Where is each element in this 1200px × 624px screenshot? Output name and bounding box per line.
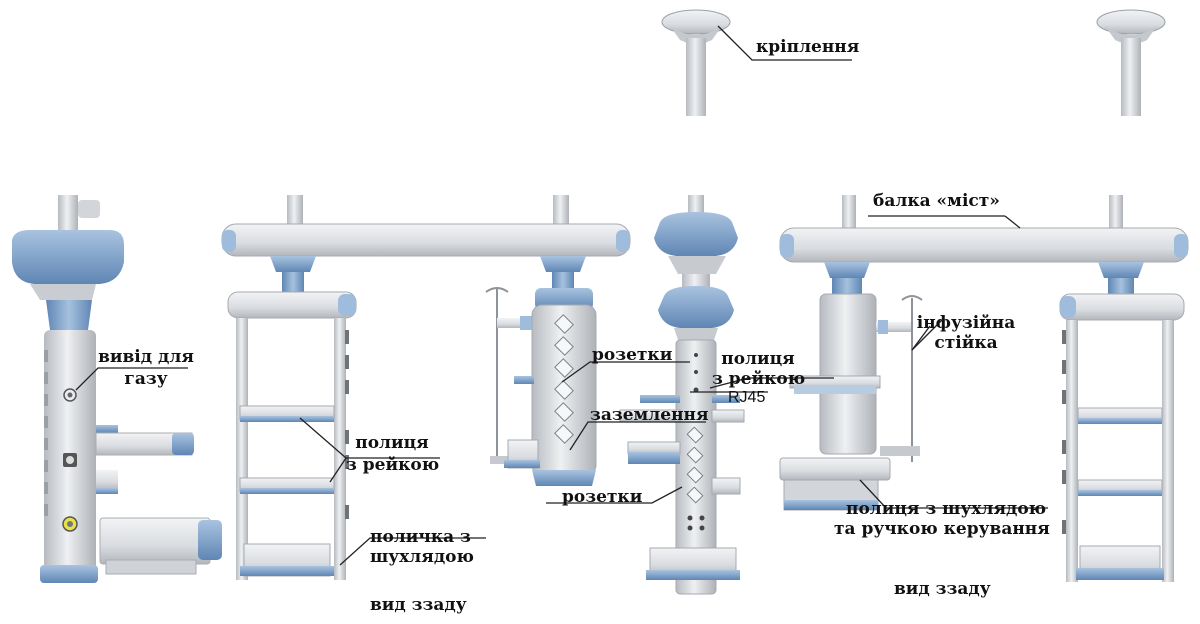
label-gas-outlet-line1: вивід для (98, 347, 194, 367)
ceiling-mount-left (661, 9, 731, 116)
label-shelf-drawer-line1: поличка з (370, 527, 471, 547)
label-rj45: RJ45 (728, 389, 766, 406)
label-sockets-bottom: розетки (562, 487, 643, 507)
label-shelf-rail-line2: з рейкою (346, 455, 440, 475)
center-column (619, 195, 745, 595)
label-infusion-line1: інфузійна (916, 313, 1016, 333)
bridge-beam-right (779, 195, 1189, 582)
label-gas-outlet-line2: газу (124, 369, 168, 389)
label-infusion-line2: стійка (934, 333, 998, 353)
label-shelf-rail-mid-line1: полиця (721, 349, 795, 369)
label-shelf-drawer-line2: шухлядою (370, 547, 474, 567)
label-shelf-rail-line1: полиця (355, 433, 429, 453)
label-mount: кріплення (756, 37, 860, 57)
label-drawer-handle-line2: та ручкою керування (834, 519, 1050, 539)
label-grounding: заземлення (590, 405, 709, 425)
label-bridge-beam: балка «міст» (873, 191, 1000, 211)
leader-lines (75, 25, 1048, 566)
bridge-beam-left (221, 195, 631, 580)
label-sockets-top: розетки (592, 345, 673, 365)
label-drawer-handle-line1: полиця з шухлядою (846, 499, 1047, 519)
label-rear-view-right: вид ззаду (894, 579, 991, 599)
side-view-pendant (12, 195, 222, 583)
ceiling-mount-right (1096, 9, 1166, 116)
label-rear-view-left: вид ззаду (370, 595, 467, 615)
label-shelf-rail-mid-line2: з рейкою (712, 369, 806, 389)
